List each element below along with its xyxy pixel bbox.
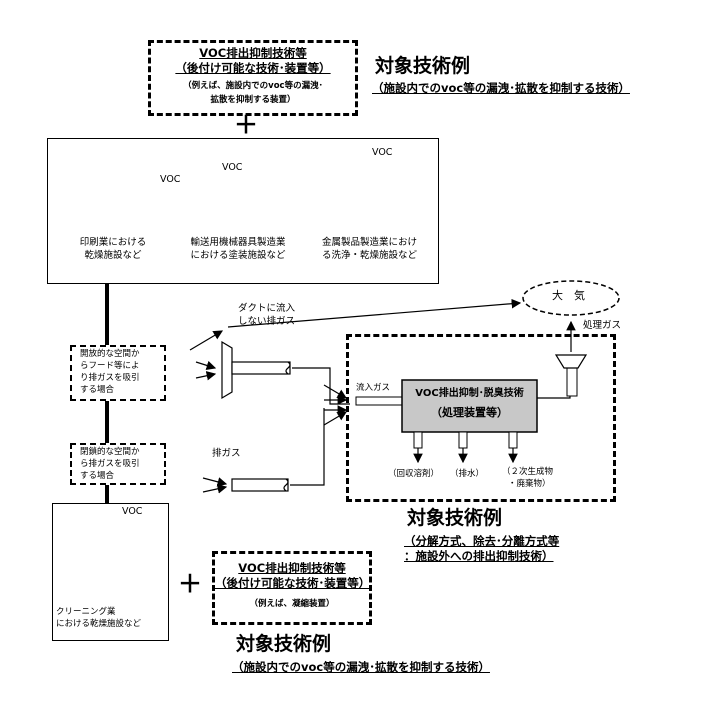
closed-space-line1: 閉鎖的な空間か (80, 447, 140, 457)
bottom-label-subtitle: （施設内でのvoc等の漏洩･拡散を抑制する技術） (232, 660, 490, 674)
caption-metal-2: る洗浄・乾燥施設など (321, 250, 417, 261)
closed-space-box: 閉鎖的な空間か ら排ガスを吸引 する場合 (70, 443, 166, 485)
caption-metal-1: 金属製品製造業におけ (321, 237, 417, 248)
treated-gas-label: 処理ガス (583, 320, 622, 331)
voc-label-cleaning: VOC (122, 506, 143, 517)
top-technology-box: VOC排出抑制技術等 （後付け可能な技術･装置等） （例えば、施設内でのvoc等… (148, 40, 358, 116)
middle-label-line2: ：施設外への排出抑制技術） (404, 549, 554, 563)
closed-space-line2: ら排ガスを吸引 (80, 459, 140, 469)
inflow-gas-label: 流入ガス (356, 383, 391, 393)
caption-car-2: における塗装施設など (190, 250, 286, 261)
device-line1: VOC排出抑制･脱臭技術 (415, 388, 524, 399)
open-space-line3: り排ガスを吸引 (80, 373, 140, 383)
top-box-line3: （例えば、施設内でのvoc等の漏洩･ (183, 81, 323, 91)
top-label-subtitle: （施設内でのvoc等の漏洩･拡散を抑制する技術） (372, 81, 630, 95)
open-space-box: 開放的な空間か らフード等によ り排ガスを吸引 する場合 (70, 345, 166, 401)
output-recovered-solvent: （回収溶剤） (388, 469, 440, 479)
top-label-title: 対象技術例 (375, 55, 471, 77)
top-box-line4: 拡散を抑制する装置） (210, 95, 296, 105)
atmosphere-label: 大 気 (552, 289, 585, 302)
output-wastewater: （排水） (450, 469, 485, 479)
voc-label-car: VOC (222, 162, 243, 173)
top-plus-sign: ＋ (234, 111, 258, 139)
caption-printing-1: 印刷業における (79, 237, 147, 248)
cleaning-caption-2: における乾燥施設など (56, 619, 142, 629)
closed-space-line3: する場合 (80, 471, 115, 481)
voc-label-metal: VOC (372, 147, 393, 158)
exhaust-label: 排ガス (212, 448, 241, 459)
cleaning-caption-1: クリーニング業 (56, 607, 116, 617)
top-box-line1: VOC排出抑制技術等 (199, 46, 307, 60)
treatment-area-box (346, 334, 616, 502)
output-byproduct-2: ・廃棄物） (508, 479, 551, 489)
bottom-box-line3: （例えば、凝縮装置） (249, 599, 335, 609)
open-space-line4: する場合 (80, 385, 115, 395)
open-space-line2: らフード等によ (80, 361, 140, 371)
facility-examples-box (47, 138, 439, 284)
bottom-plus-sign: ＋ (178, 570, 202, 598)
open-space-line1: 開放的な空間か (80, 349, 140, 359)
duct-label-2: しない排ガス (238, 316, 296, 327)
device-line2: （処理装置等） (431, 406, 508, 419)
bottom-box-line2: （後付け可能な技術･装置等） (215, 576, 371, 590)
middle-label-title: 対象技術例 (407, 507, 503, 529)
voc-label-printing: VOC (160, 174, 181, 185)
bottom-box-line1: VOC排出抑制技術等 (238, 561, 346, 575)
top-box-line2: （後付け可能な技術･装置等） (175, 61, 331, 75)
cleaning-facility-box (52, 503, 169, 641)
duct-label-1: ダクトに流入 (238, 303, 296, 314)
caption-car-1: 輸送用機械器具製造業 (190, 237, 286, 248)
output-byproduct-1: （２次生成物 (502, 467, 554, 477)
caption-printing-2: 乾燥施設など (84, 250, 142, 261)
bottom-technology-box: VOC排出抑制技術等 （後付け可能な技術･装置等） （例えば、凝縮装置） (212, 551, 372, 625)
middle-label-line1: （分解方式、除去･分離方式等 (404, 534, 560, 548)
bottom-label-title: 対象技術例 (236, 633, 332, 655)
